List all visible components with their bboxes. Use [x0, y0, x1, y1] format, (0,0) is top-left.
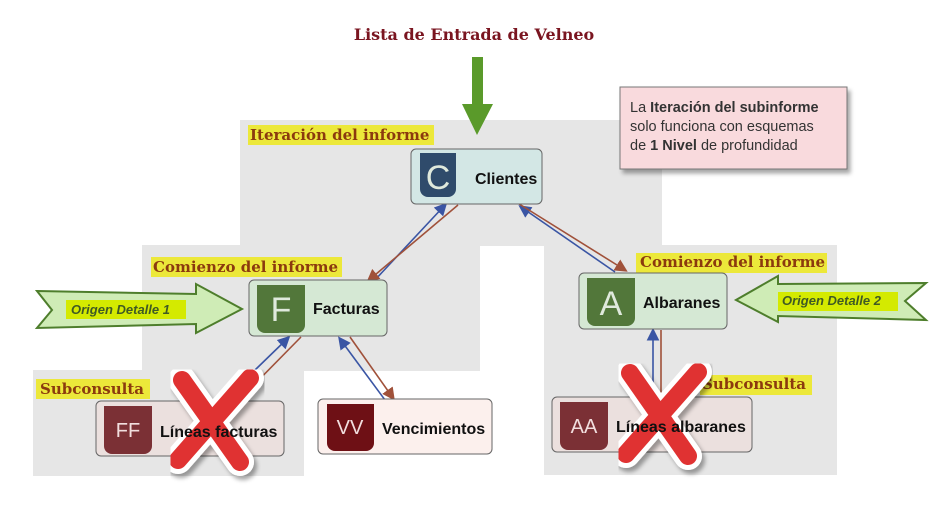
label-iteracion: Iteración del informe [250, 126, 429, 144]
albaranes-label: Albaranes [643, 295, 720, 312]
node-clientes[interactable]: C Clientes [410, 148, 543, 205]
albaranes-icon [587, 278, 635, 326]
green-down-arrow [462, 57, 493, 135]
note-line-2: solo funciona con esquemas [630, 119, 814, 135]
note-line-3: de 1 Nivel de profundidad [630, 138, 798, 154]
albaranes-icon-letter: A [600, 285, 623, 323]
origen-detalle-1-arrow: Origen Detalle 1 [34, 282, 245, 335]
label-subconsulta-left: Subconsulta [40, 380, 144, 398]
facturas-icon-letter: F [271, 291, 292, 329]
x-mark-icon [164, 364, 264, 476]
vencimientos-label: Vencimientos [382, 421, 485, 438]
label-comienzo-right: Comienzo del informe [640, 253, 825, 271]
lineas-facturas-icon-letters: FF [116, 420, 140, 442]
origen-detalle-1-label: Origen Detalle 1 [71, 302, 170, 317]
clientes-icon [420, 153, 456, 197]
lineas-albaranes-icon-letters: AA [571, 416, 598, 438]
vencimientos-icon-letters: VV [337, 417, 364, 439]
note-box [619, 86, 848, 170]
node-vencimientos[interactable]: VV Vencimientos [317, 398, 493, 455]
lineas-albaranes-label: Líneas albaranes [616, 419, 746, 436]
node-facturas[interactable]: F Facturas [248, 279, 388, 337]
vencimientos-icon [327, 404, 374, 451]
lineas-facturas-icon [104, 406, 152, 454]
label-comienzo-left: Comienzo del informe [153, 258, 338, 276]
diagram-title: Lista de Entrada de Velneo [354, 25, 595, 44]
label-subconsulta-right: Subconsulta [702, 375, 806, 393]
connector-arrows [236, 201, 662, 403]
node-albaranes[interactable]: A Albaranes [578, 272, 728, 330]
lineas-facturas-label: Líneas facturas [160, 424, 277, 441]
origen-detalle-2-arrow: Origen Detalle 2 [733, 274, 929, 324]
origen-detalle-2-label: Origen Detalle 2 [782, 293, 882, 308]
lineas-albaranes-icon [560, 402, 608, 450]
clientes-icon-letter: C [426, 159, 451, 197]
facturas-icon [257, 285, 305, 333]
note-line-1: La Iteración del subinforme [630, 100, 819, 116]
x-mark-icon [612, 358, 712, 470]
clientes-label: Clientes [475, 171, 537, 188]
facturas-label: Facturas [313, 301, 380, 318]
